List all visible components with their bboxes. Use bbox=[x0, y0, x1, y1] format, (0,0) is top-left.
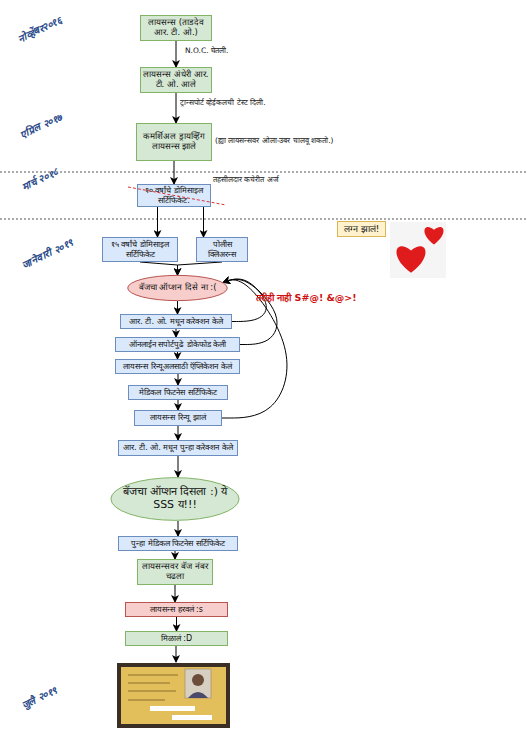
node-text: लायसन्स रिन्यू झालं bbox=[148, 413, 207, 422]
ellipse-shape bbox=[128, 275, 228, 300]
flow-connector bbox=[176, 329, 177, 337]
process-box: पोलीस क्लिअरन्स bbox=[196, 237, 248, 262]
terminal-ellipse: बॅजचा ऑप्शन दिसला :) ये SSS य!!! bbox=[110, 477, 240, 521]
flow-connector bbox=[175, 551, 176, 559]
process-box: लायसन्स रिन्यूअलसाठी ऍप्लिकेशन केलं bbox=[115, 359, 240, 374]
node-text: लायसन्स रिन्यूअलसाठी ऍप्लिकेशन केलं bbox=[121, 362, 234, 371]
node-text: आर. टी. ओ. मधून पुन्हा करेक्शन केले bbox=[121, 443, 235, 452]
licence-text-line bbox=[128, 691, 176, 692]
node-text: लायसन्स अंधेरी आर. टी. ओ. आले bbox=[141, 70, 211, 90]
process-box: मेडिकल फिटनेस सर्टिफिकेट bbox=[128, 385, 228, 400]
flow-connector bbox=[174, 161, 175, 184]
date-label: जुलै २०१९ bbox=[19, 683, 59, 712]
licence-photo-frame bbox=[117, 663, 230, 728]
flow-connector bbox=[140, 262, 178, 275]
node-text: कमर्शिअल ड्रायव्हिंग लायसन्स झाले bbox=[137, 132, 211, 152]
node-text: लायसन्सवर बॅज नंबर चढला bbox=[138, 562, 212, 582]
process-box: लायसन्स अंधेरी आर. टी. ओ. आले bbox=[140, 67, 212, 93]
process-box: ऑनलाईन सपोर्टपुढे डोकेफोड केली bbox=[115, 337, 240, 352]
date-label: जानेवारी २०१९ bbox=[19, 235, 75, 271]
period-divider bbox=[0, 219, 527, 220]
node-text: लग्न झालं! bbox=[342, 224, 381, 234]
flow-connector bbox=[178, 426, 179, 440]
edge-label: ट्रान्सपोर्ट व्हेईकलची टेस्ट दिली. bbox=[180, 97, 266, 107]
process-box: लायसन्स रिन्यू झालं bbox=[134, 410, 222, 426]
node-text: ऑनलाईन सपोर्टपुढे डोकेफोड केली bbox=[127, 340, 229, 349]
licence-text-line bbox=[128, 700, 165, 701]
flow-connector bbox=[177, 301, 178, 314]
node-text: मेडिकल फिटनेस सर्टिफिकेट bbox=[137, 388, 218, 397]
hearts-background bbox=[390, 222, 446, 278]
side-note: (ह्या लायसन्सवर ओला-उबर चालवू शकतो.) bbox=[215, 135, 333, 145]
redaction-bar bbox=[172, 715, 212, 720]
process-box: लग्न झालं! bbox=[337, 221, 386, 237]
process-box: १५ वर्षांचे डोमिसाइल सर्टिफिकेट bbox=[102, 237, 178, 262]
flow-connector bbox=[178, 374, 179, 385]
process-box: १० वर्षांचे डोमिसाइल सर्टिफिकेट. bbox=[137, 184, 211, 207]
process-box: लायसन्स हरवलं :s bbox=[125, 602, 228, 617]
licence-portrait bbox=[185, 669, 211, 698]
exclamation-label: तरीही नाही S#@! &@>! bbox=[256, 291, 357, 304]
licence-portrait-body bbox=[188, 692, 208, 698]
node-text: १० वर्षांचे डोमिसाइल सर्टिफिकेट. bbox=[138, 186, 210, 204]
terminal-ellipse: बॅजचा ऑप्शन दिसे ना :( bbox=[127, 275, 228, 301]
process-box: आर. टी. ओ. मधून करेक्शन केले bbox=[120, 314, 232, 329]
process-box: लायसन्स (ताडदेव आर. टी. ओ.) bbox=[140, 15, 212, 41]
flow-connector bbox=[178, 521, 179, 536]
node-text: मिळालं :D bbox=[159, 634, 194, 643]
flow-arrow bbox=[176, 646, 177, 662]
flow-connector bbox=[178, 456, 179, 477]
date-label: नोव्हेंबर२०१६ bbox=[15, 13, 64, 46]
node-text: आर. टी. ओ. मधून करेक्शन केले bbox=[127, 317, 224, 326]
period-divider bbox=[0, 172, 527, 173]
process-box: पुन्हा मेडिकल फिटनेस सर्टिफिकेट bbox=[118, 536, 238, 551]
edge-label: तहसीलदार कचेरीत अर्ज bbox=[213, 174, 279, 184]
node-text: लायसन्स (ताडदेव आर. टी. ओ.) bbox=[141, 18, 211, 38]
ellipse-shape bbox=[111, 478, 239, 521]
heart-symbol bbox=[424, 227, 443, 244]
process-box: लायसन्सवर बॅज नंबर चढला bbox=[137, 559, 213, 585]
flow-connector bbox=[157, 207, 158, 237]
licence-text-line bbox=[128, 683, 170, 684]
flow-connector bbox=[175, 585, 176, 602]
flow-connector bbox=[223, 279, 277, 344]
licence-text-line bbox=[128, 675, 178, 676]
node-text: बॅजचा ऑप्शन दिसला :) ये SSS य!!! bbox=[110, 486, 240, 511]
flow-connector bbox=[177, 352, 178, 359]
heart-symbol bbox=[397, 246, 426, 273]
licence-portrait-face bbox=[192, 674, 204, 686]
edge-label: N.O.C. घेतली. bbox=[185, 45, 228, 55]
flow-connector bbox=[178, 262, 223, 275]
flow-connector bbox=[203, 207, 204, 237]
flow-connector bbox=[176, 41, 177, 67]
node-text: १५ वर्षांचे डोमिसाइल सर्टिफिकेट bbox=[103, 240, 177, 258]
process-box: आर. टी. ओ. मधून पुन्हा करेक्शन केले bbox=[118, 440, 238, 456]
date-label: एप्रिल २०१७ bbox=[17, 109, 64, 141]
flow-connector bbox=[176, 617, 177, 631]
flow-connector bbox=[178, 400, 179, 410]
node-text: लायसन्स हरवलं :s bbox=[148, 605, 205, 614]
node-text: पोलीस क्लिअरन्स bbox=[197, 240, 247, 258]
date-label: मार्च २०१८ bbox=[19, 164, 60, 193]
node-text: पुन्हा मेडिकल फिटनेस सर्टिफिकेट bbox=[129, 539, 227, 548]
process-box: मिळालं :D bbox=[125, 631, 228, 646]
licence-card bbox=[121, 667, 226, 724]
flow-connector bbox=[176, 93, 177, 123]
redaction-bar bbox=[150, 706, 195, 711]
node-text: बॅजचा ऑप्शन दिसे ना :( bbox=[137, 283, 219, 293]
process-box: कमर्शिअल ड्रायव्हिंग लायसन्स झाले bbox=[136, 123, 212, 161]
